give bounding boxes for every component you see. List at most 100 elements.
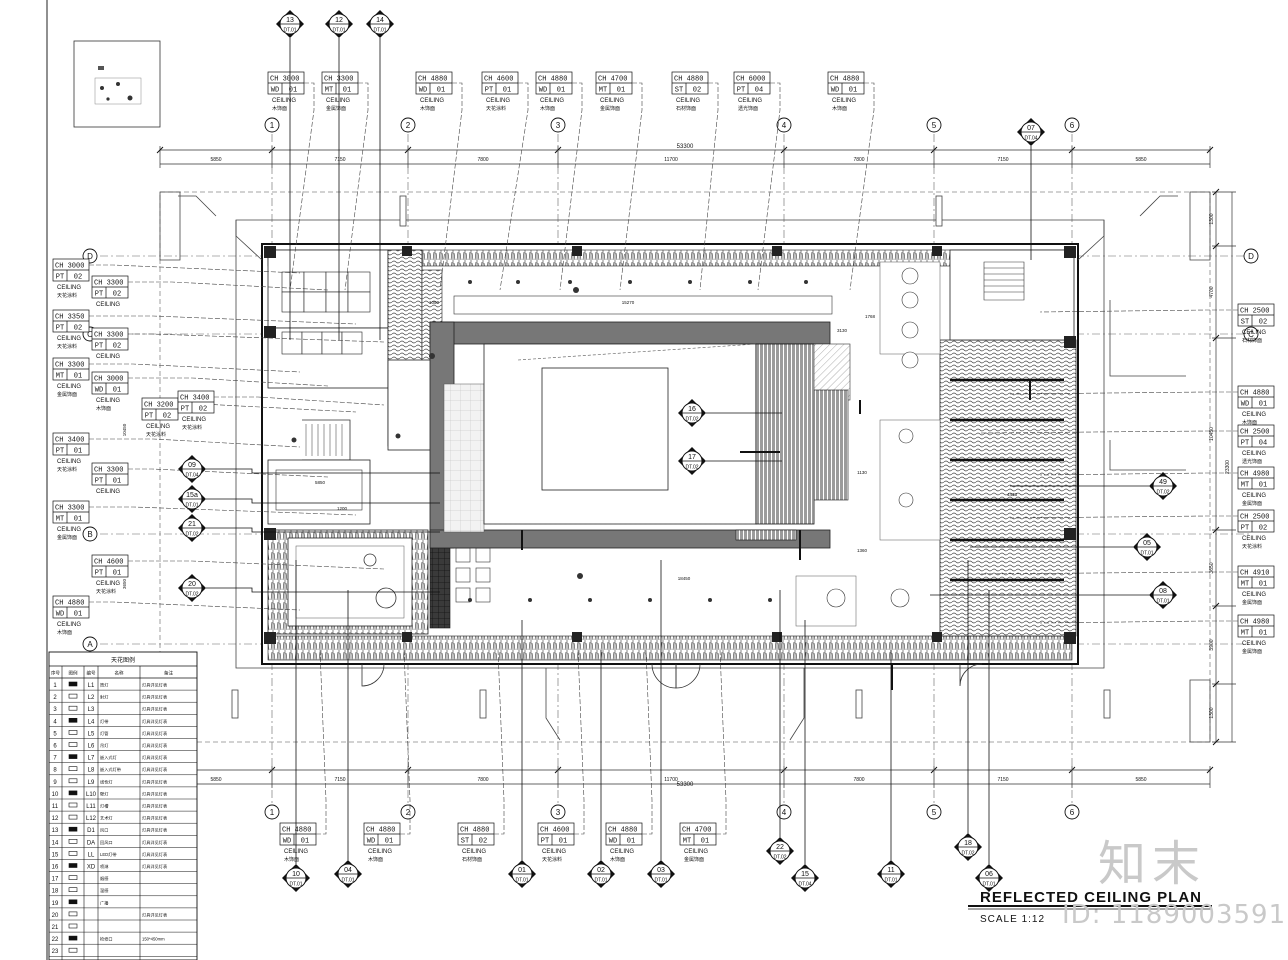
legend-row-remark: 灯具详见灯表 <box>142 851 168 858</box>
tag-material-number: 01 <box>74 448 82 456</box>
legend-row-remark: 灯具详见灯表 <box>142 682 168 689</box>
legend-row-number: 14 <box>52 840 59 846</box>
callout-number: 05 <box>1143 540 1151 547</box>
callout-number: 04 <box>344 867 352 874</box>
grid-label: 2 <box>406 808 411 817</box>
tag-material-code: PT <box>737 87 745 95</box>
tag-label: CEILING <box>57 384 81 390</box>
tag-label: CEILING <box>1242 330 1266 336</box>
tag-note: 金属饰面 <box>1242 648 1262 655</box>
tag-material-number: 01 <box>557 87 565 95</box>
tag-note: 透光饰面 <box>1242 458 1262 465</box>
tag-material-code: MT <box>1241 482 1249 490</box>
callout-sheet-ref: DT.01 <box>654 878 667 884</box>
tag-material-number: 01 <box>1259 630 1267 638</box>
dimension-overall: 53300 <box>677 782 694 788</box>
legend-symbol-icon <box>68 875 78 880</box>
grid-bubble-A <box>82 636 98 652</box>
tag-ceiling-height: CH 3400 <box>55 437 84 445</box>
tag-material-number: 01 <box>385 838 393 846</box>
legend-row-name: 艺术灯 <box>100 815 113 822</box>
tag-material-number: 02 <box>1259 319 1267 327</box>
key-plan-thumbnail <box>94 66 142 105</box>
grid-bubble-4 <box>776 804 792 820</box>
legend-row-remark: 灯具详见灯表 <box>142 754 168 761</box>
tag-material-number: 01 <box>301 838 309 846</box>
detail-callouts: 13DT.0112DT.0114DT.0107DT.0409DT.0415aDT… <box>178 10 1177 892</box>
legend-symbol-icon <box>68 790 78 796</box>
tag-ceiling-height: CH 4980 <box>1240 619 1269 627</box>
grid-bubble-5 <box>926 804 942 820</box>
dimension-bay: 5850 <box>1135 157 1146 163</box>
legend-row-number: 23 <box>52 949 59 955</box>
legend-row-remark: 灯具详见灯表 <box>142 911 168 918</box>
legend-row-code: L2 <box>88 695 95 701</box>
callout-sheet-ref: DT.01 <box>289 882 302 888</box>
tag-material-number: 04 <box>755 87 763 95</box>
tag-label: CEILING <box>540 98 564 104</box>
legend-row-code: L7 <box>88 756 95 762</box>
dimension-vertical: 10450 <box>1209 427 1215 441</box>
legend-symbol-icon <box>68 742 78 747</box>
legend-symbol-icon <box>68 826 78 832</box>
callout-number: 11 <box>887 867 894 874</box>
legend-row-name: 筒灯 <box>100 682 109 689</box>
tag-material-code: WD <box>271 87 279 95</box>
tag-ceiling-height: CH 6000 <box>736 76 765 84</box>
tag-note: 木饰面 <box>832 105 847 112</box>
tag-note: 天花涂料 <box>57 343 77 350</box>
tag-label: CEILING <box>57 285 81 291</box>
legend-row-name: 检修口 <box>100 936 113 943</box>
legend-row-remark: 灯具详见灯表 <box>142 790 168 797</box>
tag-note: 金属饰面 <box>600 105 620 112</box>
tag-ceiling-height: CH 4700 <box>682 827 711 835</box>
dimension-bay: 7150 <box>334 157 345 163</box>
legend-row-code: L12 <box>86 816 97 822</box>
grid-label: B <box>87 530 92 539</box>
legend-column-header: 名称 <box>115 670 124 677</box>
dimension-vertical: 1300 <box>1209 707 1215 718</box>
legend-row-name: 线性灯 <box>100 778 113 785</box>
callout-sheet-ref: DT.04 <box>185 473 198 479</box>
legend-row-code: DA <box>87 840 95 846</box>
callout-number: 15a <box>186 492 198 499</box>
tag-label: CEILING <box>96 302 120 308</box>
tag-material-code: WD <box>609 838 617 846</box>
dimension-inner: 1200 <box>337 506 348 511</box>
drawing-scale: SCALE 1:12 <box>980 914 1045 925</box>
legend-row-number: 12 <box>52 816 59 822</box>
tag-label: CEILING <box>96 398 120 404</box>
grid-bubble-1 <box>264 804 280 820</box>
legend-symbol-icon <box>68 838 78 844</box>
dimension-vertical: 4700 <box>1209 286 1215 297</box>
legend-row-remark: 150*450mm <box>142 937 165 942</box>
drawing-title: REFLECTED CEILING PLAN <box>980 889 1202 906</box>
tag-material-number: 01 <box>1259 581 1267 589</box>
tag-label: CEILING <box>57 527 81 533</box>
tag-label: CEILING <box>610 849 634 855</box>
grid-bubble-C <box>1243 326 1259 342</box>
tag-ceiling-height: CH 4880 <box>1240 390 1269 398</box>
tag-ceiling-height: CH 3000 <box>55 263 84 271</box>
tag-material-code: PT <box>145 413 153 421</box>
legend-row-name: 壁灯 <box>100 790 109 797</box>
tag-ceiling-height: CH 4880 <box>830 76 859 84</box>
dimension-vertical: 3650 <box>1209 562 1215 573</box>
